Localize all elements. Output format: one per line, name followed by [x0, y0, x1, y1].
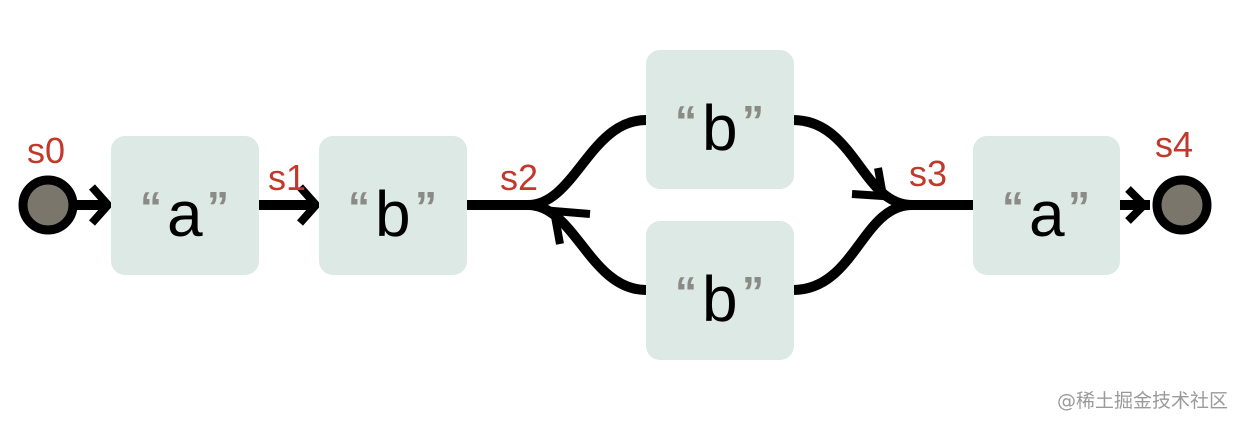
quote-open: “ — [675, 268, 697, 317]
node-a-1: “ a ” — [111, 136, 259, 275]
node-b-upper: “ b ” — [646, 50, 794, 189]
arrowhead-into-s3 — [851, 167, 888, 201]
quote-close: ” — [207, 183, 229, 232]
arrowhead-s1-to-b — [297, 184, 322, 226]
node-char: b — [702, 263, 738, 335]
quote-open: “ — [348, 183, 370, 232]
quote-open: “ — [675, 97, 697, 146]
quote-open: “ — [140, 183, 162, 232]
edge-s2-to-upper-b — [527, 115, 647, 210]
edges — [62, 115, 1150, 295]
arrowhead-into-s2 — [549, 206, 591, 245]
arrowhead-s0-to-a — [89, 184, 114, 226]
state-label-s3: s3 — [909, 153, 947, 194]
state-label-s0: s0 — [27, 130, 65, 171]
node-b-lower: “ b ” — [646, 221, 794, 360]
start-state-circle — [18, 175, 78, 235]
quote-open: “ — [1002, 183, 1024, 232]
node-b-2: “ b ” — [319, 136, 467, 275]
node-char: a — [167, 178, 203, 250]
node-a-5: “ a ” — [973, 136, 1120, 275]
quote-close: ” — [742, 268, 764, 317]
node-char: a — [1029, 178, 1065, 250]
end-state-circle — [1152, 175, 1212, 235]
arrowhead-a-to-s4 — [1125, 186, 1150, 224]
node-char: b — [702, 92, 738, 164]
quote-close: ” — [742, 97, 764, 146]
quote-close: ” — [1068, 183, 1090, 232]
watermark-text: @稀土掘金技术社区 — [1056, 390, 1228, 412]
edge-lower-b-to-s2 — [527, 200, 647, 295]
state-label-s4: s4 — [1155, 124, 1193, 165]
state-label-s1: s1 — [268, 157, 306, 198]
edge-s3-to-lower-b — [792, 200, 913, 295]
state-label-s2: s2 — [500, 157, 538, 198]
edge-upper-b-to-s3 — [792, 115, 913, 210]
node-char: b — [375, 178, 411, 250]
quote-close: ” — [415, 183, 437, 232]
